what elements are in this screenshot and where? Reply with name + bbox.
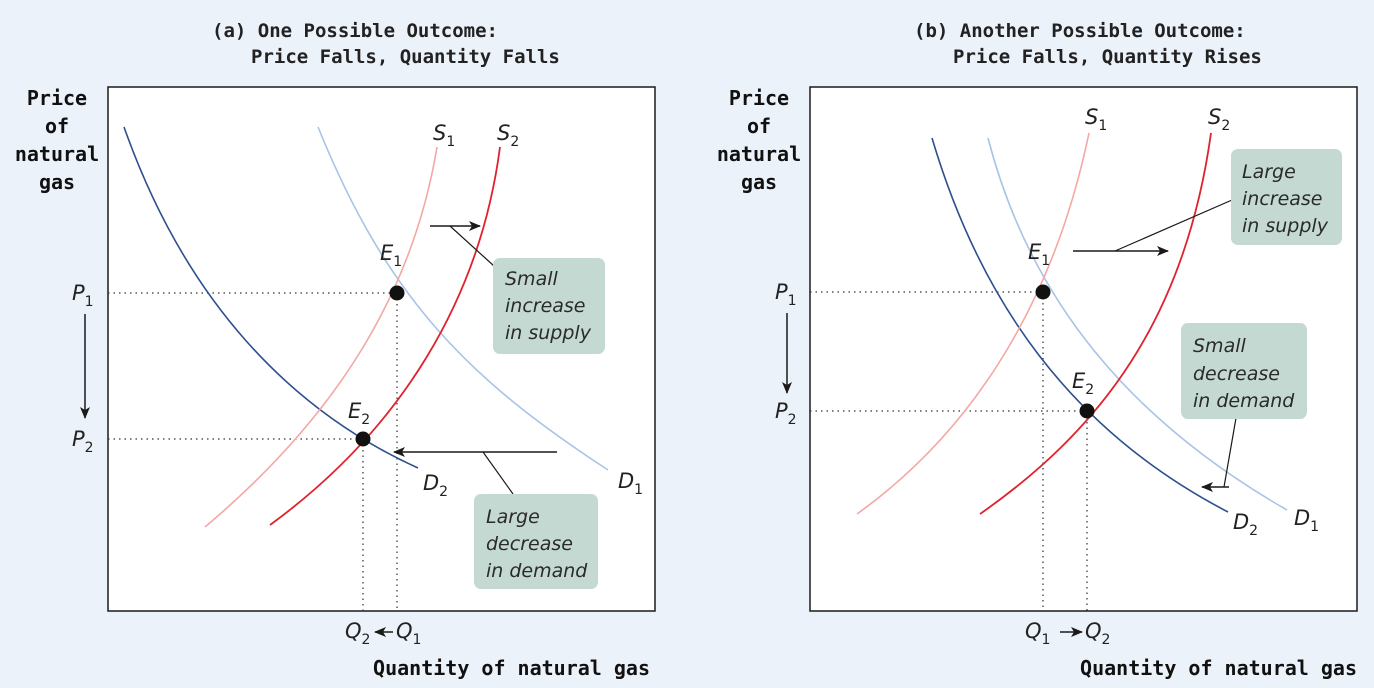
note-line: in demand: [486, 560, 588, 582]
note-line: increase: [505, 295, 586, 317]
panel-b-y-axis-label: Price of natural gas: [717, 86, 801, 194]
note-line: in supply: [1242, 215, 1329, 237]
note-demand-change: Large decrease in demand: [474, 451, 598, 589]
panel-a-title-line1: (a) One Possible Outcome:: [212, 20, 498, 42]
price-tick-p1: P1: [775, 280, 797, 309]
y-label-line: of: [45, 114, 69, 138]
demand-curve-d1: [987, 137, 1288, 511]
curve-label-d1: D1: [618, 469, 643, 498]
y-label-line: gas: [39, 170, 75, 194]
note-box: [1181, 323, 1307, 419]
point-label-e2: E2: [1072, 369, 1094, 398]
note-line: in demand: [1193, 390, 1295, 412]
note-box: [1231, 149, 1342, 245]
equilibrium-point-e2: [1079, 403, 1095, 419]
y-label-line: Price: [27, 86, 87, 110]
y-label-line: natural: [15, 142, 99, 166]
panel-a-title-line2: Price Falls, Quantity Falls: [251, 46, 560, 68]
note-line: Small: [505, 268, 558, 290]
supply-curve-s1: [856, 132, 1090, 515]
y-label-line: Price: [729, 86, 789, 110]
note-box: [474, 494, 598, 589]
panel-b: (b) Another Possible Outcome: Price Fall…: [717, 20, 1358, 680]
demand-curve-d2: [931, 137, 1229, 513]
quantity-tick-q1: Q1: [396, 619, 421, 648]
panel-a: (a) One Possible Outcome: Price Falls, Q…: [15, 20, 656, 680]
panel-a-y-axis-label: Price of natural gas: [15, 86, 99, 194]
note-leader-line: [1223, 417, 1237, 488]
y-label-line: natural: [717, 142, 801, 166]
demand-curve-d1: [317, 126, 609, 471]
note-line: Large: [486, 506, 540, 528]
y-label-line: of: [747, 114, 771, 138]
note-box: [493, 258, 605, 354]
note-supply-change: Small increase in supply: [449, 225, 605, 354]
note-line: decrease: [1193, 363, 1280, 385]
note-line: Small: [1193, 335, 1246, 357]
panel-b-x-axis-label: Quantity of natural gas: [1080, 656, 1357, 680]
note-line: Large: [1242, 161, 1296, 183]
note-demand-change: Small decrease in demand: [1181, 323, 1307, 488]
panel-a-x-axis-label: Quantity of natural gas: [373, 656, 650, 680]
point-label-e1: E1: [1028, 240, 1050, 269]
quantity-tick-q2: Q2: [345, 619, 370, 648]
point-label-e2: E2: [348, 399, 370, 428]
quantity-tick-q2: Q2: [1085, 619, 1110, 648]
price-tick-p2: P2: [72, 427, 94, 456]
supply-curve-s1: [204, 146, 438, 528]
price-tick-p2: P2: [775, 399, 797, 428]
curve-label-s2: S2: [1208, 105, 1230, 134]
panel-b-title-line2: Price Falls, Quantity Rises: [953, 46, 1262, 68]
curve-label-d2: D2: [1233, 510, 1258, 539]
supply-curve-s2: [269, 146, 501, 526]
quantity-tick-q1: Q1: [1025, 619, 1050, 648]
curve-label-d2: D2: [423, 471, 448, 500]
equilibrium-point-e1: [1035, 284, 1051, 300]
note-supply-change: Large increase in supply: [1114, 149, 1342, 252]
note-leader-line: [482, 451, 514, 495]
note-leader-line: [449, 225, 495, 267]
equilibrium-point-e1: [389, 285, 405, 301]
curve-label-s1: S1: [433, 121, 455, 150]
equilibrium-point-e2: [355, 431, 371, 447]
point-label-e1: E1: [380, 241, 402, 270]
price-tick-p1: P1: [72, 281, 94, 310]
curve-label-s2: S2: [497, 121, 519, 150]
curve-label-s1: S1: [1085, 105, 1107, 134]
panel-b-title-line1: (b) Another Possible Outcome:: [914, 20, 1246, 42]
note-leader-line: [1114, 199, 1233, 252]
supply-curve-s2: [979, 132, 1212, 515]
curve-label-d1: D1: [1294, 506, 1319, 535]
y-label-line: gas: [741, 170, 777, 194]
note-line: increase: [1242, 188, 1323, 210]
note-line: decrease: [486, 533, 573, 555]
note-line: in supply: [505, 322, 592, 344]
